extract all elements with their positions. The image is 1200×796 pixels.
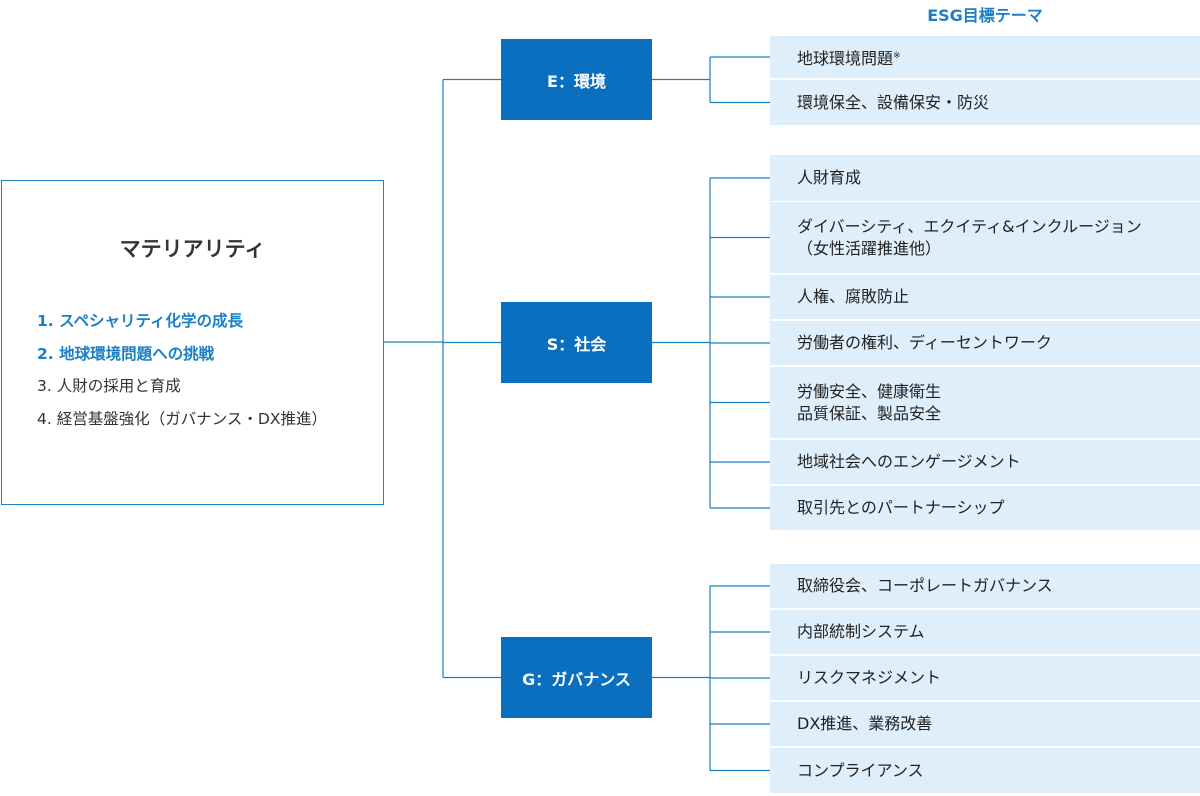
theme-social-6: 地域社会へのエンゲージメント bbox=[770, 440, 1200, 484]
theme-text: 人財育成 bbox=[797, 168, 862, 187]
theme-governance-4: DX推進、業務改善 bbox=[770, 702, 1200, 746]
theme-text: 地球環境問題※ bbox=[797, 48, 901, 68]
theme-environment-1: 地球環境問題※ bbox=[770, 36, 1200, 78]
theme-text: コンプライアンス bbox=[797, 760, 924, 780]
theme-social-4: 労働者の権利、ディーセントワーク bbox=[770, 321, 1200, 365]
theme-governance-1: 取締役会、コーポレートガバナンス bbox=[770, 564, 1200, 608]
materiality-box: マテリアリティ 1. スペシャリティ化学の成長 2. 地球環境問題への挑戦 3. 人… bbox=[1, 180, 384, 505]
category-governance: G：ガバナンス bbox=[501, 637, 652, 718]
footnote-mark: ※ bbox=[893, 50, 901, 61]
theme-text: 取引先とのパートナーシップ bbox=[797, 498, 1005, 517]
category-environment: E：環境 bbox=[501, 39, 652, 120]
theme-governance-5: コンプライアンス bbox=[770, 748, 1200, 793]
theme-text: ダイバーシティ、エクイティ&インクルージョン bbox=[797, 216, 1142, 236]
esg-theme-header: ESG目標テーマ bbox=[927, 6, 1043, 25]
theme-text: 労働者の権利、ディーセントワーク bbox=[797, 333, 1052, 352]
theme-text: 内部統制システム bbox=[797, 622, 925, 641]
materiality-title: マテリアリティ bbox=[119, 237, 266, 261]
theme-social-3: 人権、腐敗防止 bbox=[770, 275, 1200, 319]
theme-governance-2: 内部統制システム bbox=[770, 610, 1200, 654]
theme-text: リスクマネジメント bbox=[797, 668, 942, 687]
theme-environment-2: 環境保全、設備保安・防災 bbox=[770, 80, 1200, 125]
theme-text: 品質保証、製品安全 bbox=[797, 403, 942, 423]
theme-governance-3: リスクマネジメント bbox=[770, 656, 1200, 700]
materiality-list: 1. スペシャリティ化学の成長 2. 地球環境問題への挑戦 3. 人財の採用と育成 4… bbox=[37, 311, 327, 441]
category-social: S：社会 bbox=[501, 302, 652, 383]
theme-text: （女性活躍推進他） bbox=[797, 238, 942, 258]
materiality-item-3: 3. 人財の採用と育成 bbox=[37, 377, 181, 395]
theme-text: 人権、腐敗防止 bbox=[797, 287, 910, 306]
theme-text: DX推進、業務改善 bbox=[797, 714, 933, 733]
theme-text: 環境保全、設備保安・防災 bbox=[797, 92, 990, 112]
materiality-item-1: 1. スペシャリティ化学の成長 bbox=[37, 312, 244, 330]
theme-text: 労働安全、健康衛生 bbox=[797, 381, 942, 401]
theme-text: 地域社会へのエンゲージメント bbox=[797, 452, 1021, 471]
theme-social-5: 労働安全、健康衛生品質保証、製品安全 bbox=[770, 367, 1200, 438]
theme-social-2: ダイバーシティ、エクイティ&インクルージョン（女性活躍推進他） bbox=[770, 202, 1200, 273]
theme-social-7: 取引先とのパートナーシップ bbox=[770, 486, 1200, 530]
materiality-item-2: 2. 地球環境問題への挑戦 bbox=[37, 344, 215, 363]
materiality-item-4: 4. 経営基盤強化（ガバナンス・DX推進） bbox=[37, 409, 327, 428]
theme-text: 取締役会、コーポレートガバナンス bbox=[797, 576, 1053, 595]
theme-social-1: 人財育成 bbox=[770, 155, 1200, 201]
